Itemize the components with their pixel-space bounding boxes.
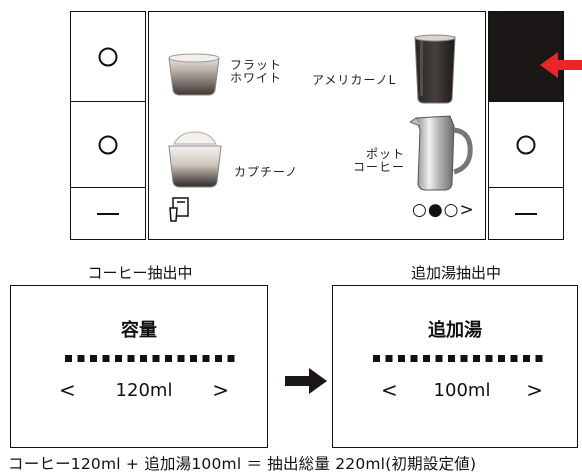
increase-button[interactable]: > bbox=[526, 378, 543, 402]
volume-row: < 100ml > bbox=[381, 378, 543, 402]
red-pointer-arrow-icon bbox=[540, 52, 582, 78]
coffee-pot-icon bbox=[410, 115, 473, 191]
decrease-button[interactable]: < bbox=[59, 378, 76, 402]
tall-glass-icon bbox=[414, 34, 456, 104]
circle-icon bbox=[98, 47, 118, 66]
coffee-screen-caption: コーヒー抽出中 bbox=[87, 264, 193, 282]
volume-dots bbox=[373, 355, 543, 362]
volume-value: 100ml bbox=[433, 379, 491, 401]
flat-white-item[interactable]: フラット ホワイト bbox=[164, 45, 281, 103]
cup-size-icon[interactable] bbox=[166, 196, 192, 224]
left-button-3[interactable] bbox=[70, 187, 146, 240]
circle-icon bbox=[516, 135, 536, 154]
americano-l-item[interactable]: アメリカーノL bbox=[312, 28, 472, 108]
volume-dots bbox=[65, 355, 235, 362]
cappuccino-cup-icon bbox=[168, 131, 222, 188]
cappuccino-item[interactable]: カプチーノ bbox=[164, 130, 304, 194]
drink-label-americano-l: アメリカーノL bbox=[312, 73, 397, 87]
drink-label-cappuccino: カプチーノ bbox=[234, 165, 299, 179]
coffee-volume-screen: 容量 < 120ml > bbox=[10, 285, 268, 448]
page-indicator[interactable]: ○●○> bbox=[412, 200, 475, 220]
right-button-2[interactable] bbox=[488, 101, 564, 188]
screen-title: 追加湯 bbox=[428, 320, 482, 341]
minus-icon bbox=[515, 212, 537, 215]
increase-button[interactable]: > bbox=[212, 378, 229, 402]
decrease-button[interactable]: < bbox=[381, 378, 398, 402]
right-button-1-selected[interactable] bbox=[488, 11, 564, 102]
right-button-3[interactable] bbox=[488, 187, 564, 240]
left-button-1[interactable] bbox=[70, 11, 146, 102]
circle-icon bbox=[98, 135, 118, 154]
pot-coffee-item[interactable]: ポット コーヒー bbox=[330, 112, 478, 196]
volume-value: 120ml bbox=[115, 379, 173, 401]
screen-title: 容量 bbox=[121, 320, 157, 341]
hot-water-screen-caption: 追加湯抽出中 bbox=[410, 264, 501, 282]
drink-label-flat-white: フラット ホワイト bbox=[230, 58, 283, 85]
left-button-2[interactable] bbox=[70, 101, 146, 188]
glass-cup-icon bbox=[168, 53, 220, 96]
volume-row: < 120ml > bbox=[59, 378, 229, 402]
total-volume-note: コーヒー120ml + 追加湯100ml ＝ 抽出総量 220ml(初期設定値) bbox=[8, 455, 477, 473]
right-arrow-icon bbox=[285, 368, 327, 394]
hot-water-volume-screen: 追加湯 < 100ml > bbox=[332, 285, 578, 448]
minus-icon bbox=[97, 212, 119, 215]
drink-label-pot-coffee: ポット コーヒー bbox=[352, 147, 405, 174]
